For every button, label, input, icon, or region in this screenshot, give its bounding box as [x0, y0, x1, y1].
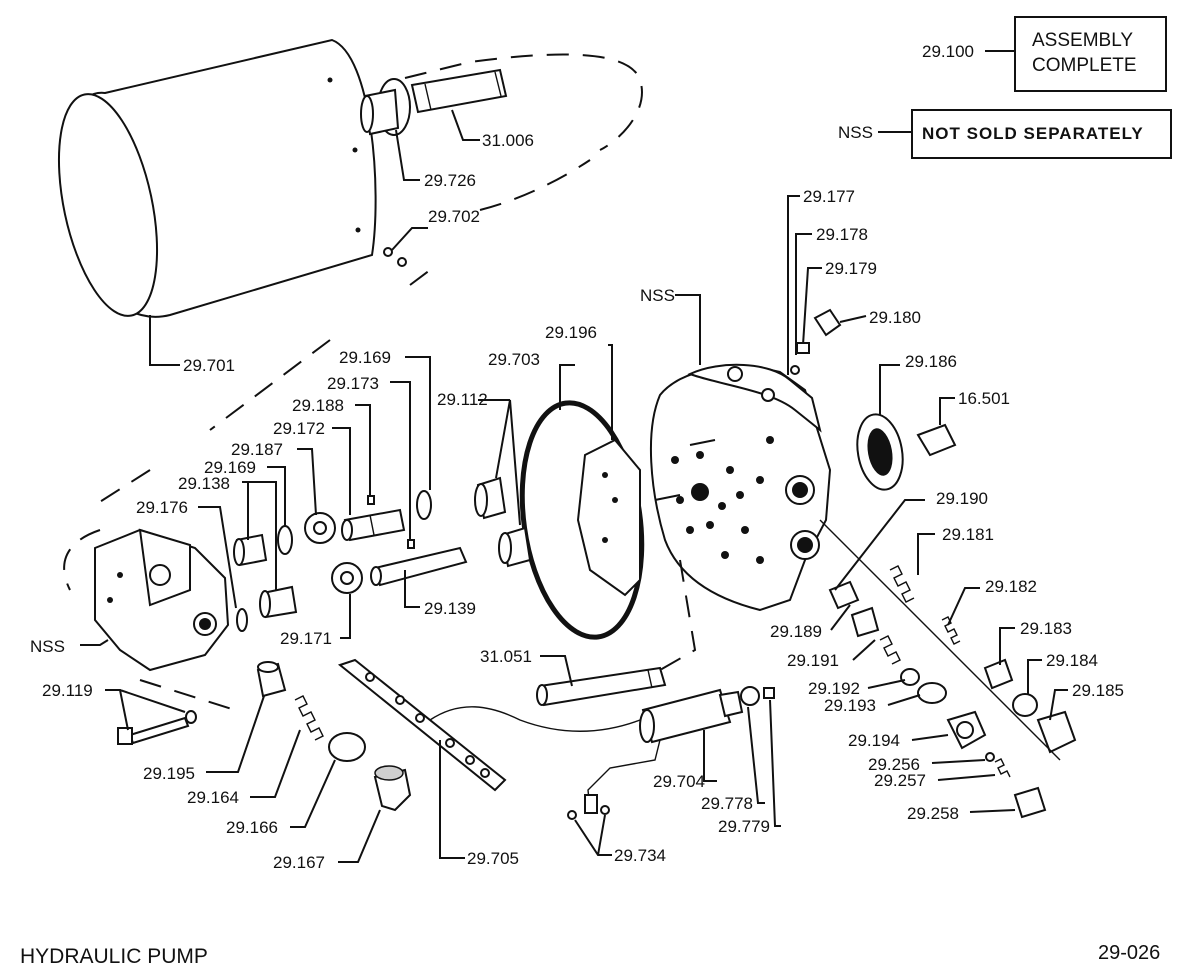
shaft-29-172: [341, 508, 406, 542]
pump-body-left: [63, 339, 331, 672]
label-29-164: 29.164: [187, 788, 239, 807]
page-code: 29-026: [1098, 942, 1160, 964]
label-29-184: 29.184: [1046, 651, 1098, 670]
oring-29-166: [328, 732, 366, 762]
label-29-139: 29.139: [424, 599, 476, 618]
label-29-187: 29.187: [231, 440, 283, 459]
label-29-167: 29.167: [273, 853, 325, 872]
assembly-text-1: ASSEMBLY: [1032, 30, 1133, 51]
seal-29-186: [856, 364, 904, 491]
label-29-192: 29.192: [808, 679, 860, 698]
valve-29-177-180: [787, 195, 867, 375]
label-16-501: 16.501: [958, 389, 1010, 408]
part-29-702-screws: [383, 227, 428, 267]
bolt-29-119: [117, 710, 197, 745]
label-29-138: 29.138: [178, 474, 230, 493]
label-29-189: 29.189: [770, 622, 822, 641]
legend-assembly: 29.100 ASSEMBLY COMPLETE: [922, 16, 1167, 92]
label-29-703: 29.703: [488, 350, 540, 369]
bearings-left: [233, 533, 298, 632]
label-29-193: 29.193: [824, 696, 876, 715]
gear-upper: [304, 512, 336, 544]
assembly-text-2: COMPLETE: [1032, 55, 1137, 76]
legend-nss: NSS NOT SOLD SEPARATELY: [838, 109, 1172, 159]
label-29-195: 29.195: [143, 764, 195, 783]
label-29-779: 29.779: [718, 817, 770, 836]
label-29-704: 29.704: [653, 772, 705, 791]
label-29-190: 29.190: [936, 489, 988, 508]
part-31-006-tube: [360, 68, 508, 136]
shaft-29-139: [370, 546, 468, 587]
label-29-169a: 29.169: [339, 348, 391, 367]
label-29-702: 29.702: [428, 207, 480, 226]
wiring-strip-29-705: [337, 658, 641, 792]
label-29-181: 29.181: [942, 525, 994, 544]
solenoid-29-704: [567, 686, 775, 820]
label-29-734: 29.734: [614, 846, 666, 865]
label-29-169b: 29.169: [204, 458, 256, 477]
label-29-119: 29.119: [42, 681, 93, 700]
end-plate: [576, 438, 641, 597]
label-29-188: 29.188: [292, 396, 344, 415]
label-29-186: 29.186: [905, 352, 957, 371]
label-29-112: 29.112: [437, 390, 488, 409]
diagram-title: HYDRAULIC PUMP: [20, 945, 208, 968]
housing-body: [649, 363, 832, 612]
assembly-ref-label: 29.100: [922, 42, 974, 61]
bearing-upper: [474, 476, 507, 520]
label-nss-left: NSS: [30, 637, 65, 656]
label-29-194: 29.194: [848, 731, 900, 750]
label-29-172: 29.172: [273, 419, 325, 438]
label-29-185: 29.185: [1072, 681, 1124, 700]
label-29-179: 29.179: [825, 259, 877, 278]
spring-29-164: [294, 695, 324, 741]
nss-abbrev-label: NSS: [838, 123, 873, 142]
fitting-16-501: [916, 397, 957, 457]
label-29-183: 29.183: [1020, 619, 1072, 638]
label-29-182: 29.182: [985, 577, 1037, 596]
label-29-196: 29.196: [545, 323, 597, 342]
label-29-726: 29.726: [424, 171, 476, 190]
label-29-256: 29.256: [868, 755, 920, 774]
label-nss-top: NSS: [640, 286, 675, 305]
label-31-051: 31.051: [480, 647, 532, 666]
label-29-180: 29.180: [869, 308, 921, 327]
label-29-257: 29.257: [874, 771, 926, 790]
label-29-701: 29.701: [183, 356, 235, 375]
part-29-195: [256, 661, 287, 698]
label-31-006: 31.006: [482, 131, 534, 150]
label-29-173: 29.173: [327, 374, 379, 393]
tube-31-051: [536, 666, 667, 707]
label-29-191: 29.191: [787, 651, 839, 670]
label-29-171: 29.171: [280, 629, 332, 648]
label-29-177: 29.177: [803, 187, 855, 206]
small-pins: [277, 490, 432, 555]
bearing-lower: [498, 526, 532, 568]
gear-lower: [331, 562, 363, 594]
label-29-258: 29.258: [907, 804, 959, 823]
label-29-166: 29.166: [226, 818, 278, 837]
label-29-176: 29.176: [136, 498, 188, 517]
plug-29-167: [373, 765, 412, 812]
label-29-705: 29.705: [467, 849, 519, 868]
label-29-178: 29.178: [816, 225, 868, 244]
valve-stack-right: [819, 519, 1077, 819]
motor-cylinder: [57, 38, 643, 318]
label-29-778: 29.778: [701, 794, 753, 813]
nss-text: NOT SOLD SEPARATELY: [922, 124, 1144, 143]
